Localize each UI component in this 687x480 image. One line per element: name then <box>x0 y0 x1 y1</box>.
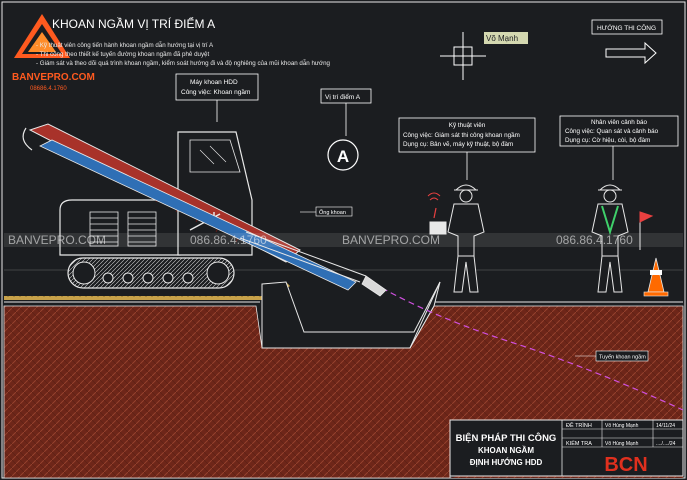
warning-callout-line1: Nhân viên cảnh báo <box>591 119 648 126</box>
title-block-row2-label: KIỂM TRA <box>566 440 592 447</box>
crosshair-symbol <box>440 32 486 80</box>
watermark-band: BANVEPRO.COM 086.86.4.1760 BANVEPRO.COM … <box>4 233 683 247</box>
position-callout-label: Vị trí điểm A <box>325 93 361 101</box>
machine-callout-line1: Máy khoan HDD <box>190 79 238 86</box>
watermark-site-center: BANVEPRO.COM <box>342 233 440 247</box>
bore-path-label: Tuyến khoan ngầm <box>599 355 646 361</box>
warning-callout-line3: Dụng cụ: Cờ hiệu, còi, bộ đàm <box>565 137 650 144</box>
tablet-icon <box>429 221 447 235</box>
machine-callout-box <box>175 73 259 101</box>
title-block-line2: KHOAN NGẦM <box>478 445 534 455</box>
direction-arrow-icon <box>605 41 657 65</box>
machine-callout-line2: Công việc: Khoan ngầm <box>181 87 250 96</box>
title-block-row1-date: 14/11/24 <box>656 423 675 429</box>
title-block-row2-name: Võ Hùng Mạnh <box>605 441 639 447</box>
entry-pit <box>261 281 441 349</box>
technician-callout-line1: Kỹ thuật viên <box>449 122 486 129</box>
sand-layer <box>4 282 290 300</box>
technician-callout-line2: Công việc: Giám sát thi công khoan ngầm <box>403 130 520 139</box>
technician-figure <box>427 184 485 293</box>
traffic-cone-icon <box>643 257 669 297</box>
north-label: Võ Mạnh <box>486 34 518 43</box>
logo-phone: 08686.4.1760 <box>30 86 67 92</box>
title-block-row1-name: Võ Hùng Mạnh <box>605 423 639 429</box>
drill-pipe <box>39 139 357 291</box>
position-marker-letter: A <box>337 147 349 166</box>
logo: BANVEPRO.COM 08686.4.1760 <box>12 14 95 92</box>
watermark-phone-right: 086.86.4.1760 <box>556 233 633 247</box>
position-marker <box>327 139 359 171</box>
title-block-line3: ĐỊNH HƯỚNG HDD <box>470 458 543 467</box>
warning-worker-figure <box>591 184 654 293</box>
drill-bit-icon <box>361 275 387 297</box>
direction-label: HƯỚNG THI CÔNG <box>597 23 656 32</box>
note-line-1: - Kỹ thuật viên công tiến hành khoan ngầ… <box>36 42 214 49</box>
signal-flag-icon <box>639 211 654 223</box>
technician-callout-box <box>398 117 536 153</box>
title-block: BIỆN PHÁP THI CÔNG KHOAN NGẦM ĐỊNH HƯỚNG… <box>449 419 684 477</box>
title-block-row2-date: ..../..../24 <box>656 441 676 447</box>
direction-label-box <box>591 19 663 35</box>
bore-path-line <box>381 287 684 411</box>
soil-section <box>3 305 684 479</box>
note-line-3: - Giám sát và theo dõi quá trình khoan n… <box>36 60 331 67</box>
warning-callout-line2: Công việc: Quan sát và cảnh báo <box>565 128 659 135</box>
title-block-line1: BIỆN PHÁP THI CÔNG <box>456 432 557 444</box>
technician-callout-line3: Dụng cụ: Bản vẽ, máy kỹ thuật, bộ đàm <box>403 141 513 148</box>
watermark-site-left: BANVEPRO.COM <box>8 233 106 247</box>
watermark-phone-left: 086.86.4.1760 <box>190 233 267 247</box>
page-title: KHOAN NGẦM VỊ TRÍ ĐIỂM A <box>52 16 215 31</box>
north-label-box <box>484 32 528 44</box>
drill-pipe-label-box <box>315 206 353 217</box>
hdd-drill-machine <box>22 123 387 297</box>
brand-logo: BCN <box>604 454 647 476</box>
warning-callout-box <box>559 115 679 147</box>
title-block-row1-label: ĐỀ TRÌNH <box>566 422 592 429</box>
logo-text: BANVEPRO.COM <box>12 72 95 83</box>
note-line-2: - Thi công theo thiết kế tuyến đường kho… <box>36 51 209 58</box>
drill-pipe-label: Ống khoan <box>319 209 346 216</box>
